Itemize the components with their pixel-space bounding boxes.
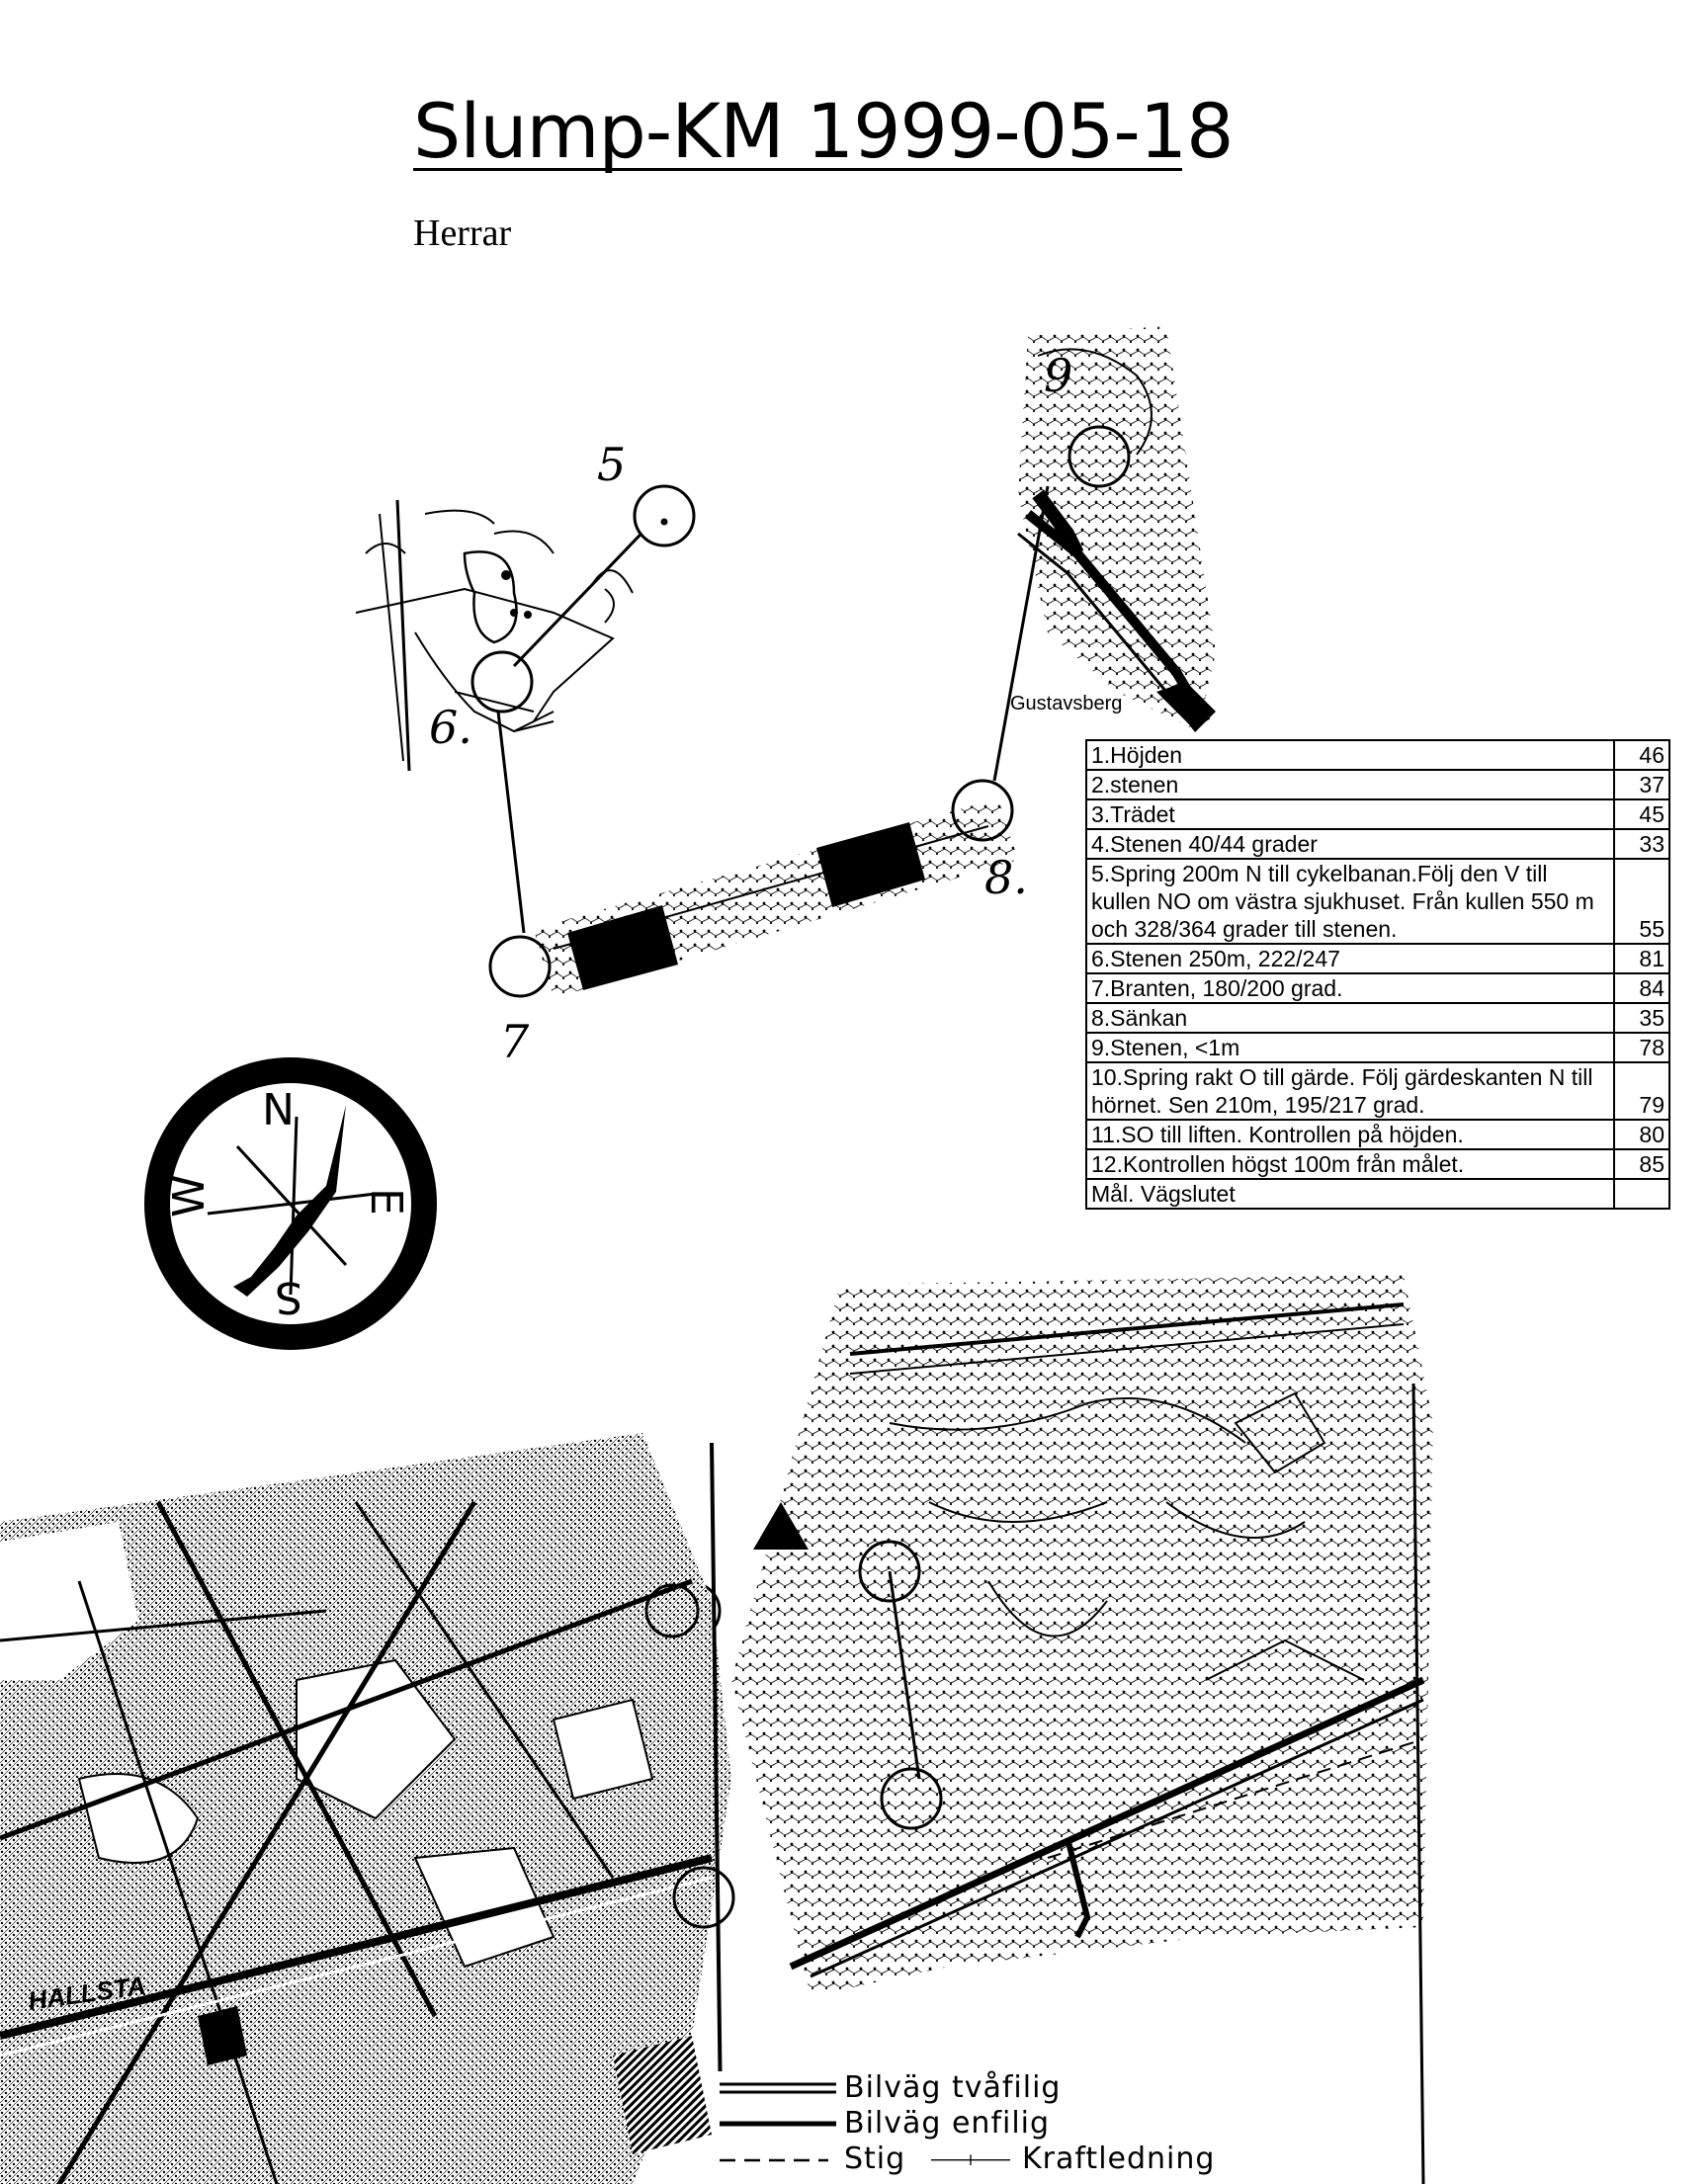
compass-south-letter: S [275,1272,302,1322]
power-line-icon [931,2154,1010,2165]
legend-label: Bilväg enfilig [844,2106,1051,2141]
control-description-text: 1.Höjden [1085,739,1615,771]
legend-label: Kraftledning [1022,2142,1216,2176]
control-number-6: 6. [429,701,472,754]
compass-north-letter: N [262,1082,295,1133]
control-code: 46 [1613,739,1670,771]
title-underline [413,168,1182,171]
class-label: Herrar [413,212,512,254]
control-description-text: 5.Spring 200m N till cykelbanan.Följ den… [1085,858,1615,945]
legend-label: Stig [844,2142,906,2176]
course-legs-lower [858,1540,921,1780]
control-description-row: Mål. Vägslutet [1085,1178,1670,1210]
control-description-row: 10.Spring rakt O till gärde. Följ gärdes… [1085,1061,1670,1121]
control-description-row: 12.Kontrollen högst 100m från målet.85 [1085,1148,1670,1180]
control-circle-7 [488,935,552,998]
control-description-text: 3.Trädet [1085,798,1615,830]
road-single-lane-icon [720,2121,836,2127]
control-code: 37 [1613,769,1670,800]
compass-icon: N E S W [144,1057,437,1350]
control-description-row: 5.Spring 200m N till cykelbanan.Följ den… [1085,858,1670,945]
control-code: 80 [1613,1119,1670,1150]
control-circle-8 [951,779,1014,842]
control-description-text: 11.SO till liften. Kontrollen på höjden. [1085,1119,1615,1150]
map-fragment-controls-5-6 [355,499,634,772]
control-description-row: 11.SO till liften. Kontrollen på höjden.… [1085,1119,1670,1150]
control-code: 35 [1613,1002,1670,1034]
control-code: 85 [1613,1148,1670,1180]
control-circle-5 [633,484,696,547]
control-description-text: 8.Sänkan [1085,1002,1615,1034]
control-code [1613,1178,1670,1210]
compass-east-letter: E [361,1188,411,1216]
map-fragment-control-9 [1017,326,1216,732]
control-description-text: 2.stenen [1085,769,1615,800]
control-circle-6 [470,650,534,714]
map-strip-controls-7-8 [534,798,1018,998]
start-triangle-icon [753,1502,809,1550]
control-description-text: 10.Spring rakt O till gärde. Följ gärdes… [1085,1061,1615,1121]
map-legend: Bilväg tvåfilig Bilväg enfilig Stig Kraf… [714,2071,1267,2184]
control-description-text: Mål. Vägslutet [1085,1178,1615,1210]
compass-west-letter: W [164,1174,214,1218]
map-block-northeast [662,1275,1433,2184]
map-block-southwest: HALLSTA [0,1433,735,2184]
road-two-lane-icon [720,2082,836,2094]
control-description-text: 12.Kontrollen högst 100m från målet. [1085,1148,1615,1180]
control-code: 55 [1613,858,1670,945]
control-number-5: 5 [597,438,626,491]
control-circle-9 [1068,425,1131,488]
control-code: 33 [1613,828,1670,860]
path-icon [720,2158,828,2162]
page-title: Slump-KM 1999-05-18 [413,87,1234,175]
control-code: 84 [1613,972,1670,1004]
control-code: 78 [1613,1032,1670,1063]
control-number-9: 9 [1044,349,1072,402]
control-number-7: 7 [500,1015,530,1068]
control-code: 81 [1613,943,1670,974]
control-description-text: 6.Stenen 250m, 222/247 [1085,943,1615,974]
legend-label: Bilväg tvåfilig [844,2070,1062,2105]
control-code: 45 [1613,798,1670,830]
control-description-text: 9.Stenen, <1m [1085,1032,1615,1063]
course-legs [496,485,1050,934]
control-description-text: 7.Branten, 180/200 grad. [1085,972,1615,1004]
map-label-gustavsberg: Gustavsberg [1010,693,1122,714]
control-description-text: 4.Stenen 40/44 grader [1085,828,1615,860]
control-description-row: 7.Branten, 180/200 grad.84 [1085,972,1670,1004]
control-number-8: 8. [984,851,1028,904]
control-code: 79 [1613,1061,1670,1121]
